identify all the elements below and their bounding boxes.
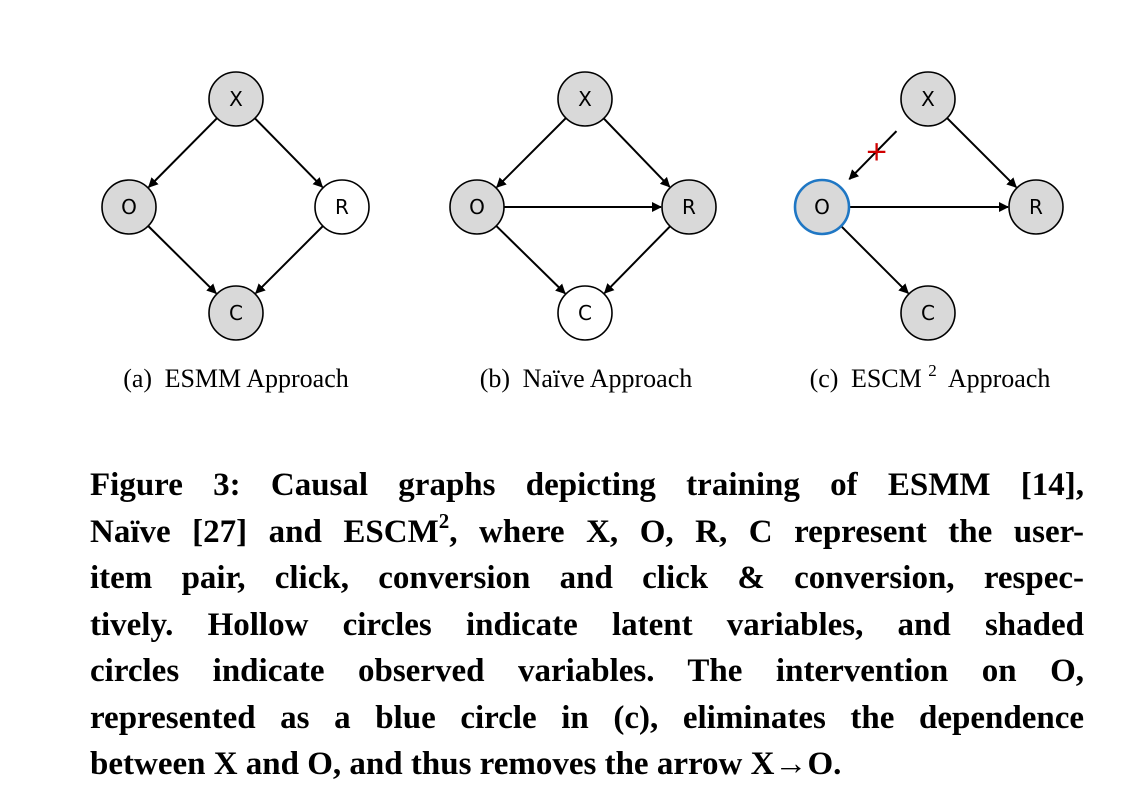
node-x-label: X	[578, 87, 592, 111]
edge-x-to-r	[946, 117, 1017, 188]
subcaption-a-prefix: (a)	[123, 364, 152, 393]
node-o-label: O	[121, 195, 137, 219]
caption-line-1: Figure 3: Causal graphs depicting traini…	[90, 467, 1084, 503]
edge-o-to-c	[840, 225, 909, 294]
node-r-circle	[1008, 179, 1064, 235]
node-c-circle	[900, 285, 956, 341]
node-o-label: O	[814, 195, 830, 219]
subcaption-a: (a) ESMM Approach	[123, 364, 349, 393]
node-r-circle	[314, 179, 370, 235]
subcaption-b-prefix: (b)	[480, 364, 510, 393]
node-x-label: X	[921, 87, 935, 111]
node-r-label: R	[335, 195, 349, 219]
subcaption-c-prefix: (c)	[810, 364, 839, 393]
figure-caption: Figure 3: Causal graphs depicting traini…	[90, 462, 1084, 788]
edge-x-to-r	[254, 117, 324, 188]
intervention-cut-mark: +	[865, 134, 888, 167]
subcaption-b-text: Naïve Approach	[523, 364, 693, 393]
node-c-circle	[557, 285, 613, 341]
node-o-circle	[101, 179, 157, 235]
node-o-circle	[793, 178, 851, 236]
edge-x-to-o	[496, 117, 567, 188]
graph-panel-b: X O R C	[449, 71, 717, 341]
subcaption-a-text: ESMM Approach	[165, 364, 349, 393]
caption-line-7: between X and O, and thus removes the ar…	[90, 746, 842, 782]
node-x-label: X	[229, 87, 243, 111]
node-c-label: C	[578, 301, 592, 325]
node-r-label: R	[682, 195, 696, 219]
node-o-label: O	[469, 195, 485, 219]
node-x-circle	[557, 71, 613, 127]
caption-line-2-sup: 2	[438, 508, 450, 533]
node-o-circle	[449, 179, 505, 235]
graph-panel-c: + X O R C	[793, 71, 1064, 341]
subcaption-c: (c) ESCM 2 Approach	[810, 353, 1051, 393]
subcaption-c-sup: 2	[928, 361, 937, 380]
node-c-label: C	[229, 301, 243, 325]
node-r-label: R	[1029, 195, 1043, 219]
node-r-circle	[661, 179, 717, 235]
subcaption-c-suffix: Approach	[948, 364, 1051, 393]
caption-line-4: tively. Hollow circles indicate latent v…	[90, 606, 1084, 643]
caption-line-2: Naïve [27] and ESCM2, where X, O, R, C r…	[90, 509, 1084, 556]
edge-x-to-o	[147, 117, 218, 188]
subcaption-b: (b) Naïve Approach	[480, 364, 693, 393]
subcaption-c-text: ESCM	[851, 364, 922, 393]
caption-line-2-a: Naïve [27] and ESCM	[90, 513, 439, 550]
graph-panel-a: X O R C	[101, 71, 370, 341]
node-c-label: C	[921, 301, 935, 325]
caption-line-5: circles indicate observed variables. The…	[90, 653, 1084, 689]
caption-line-3: item pair, click, conversion and click &…	[90, 560, 1084, 596]
edge-x-to-r	[603, 117, 671, 188]
edge-x-to-o-removed	[848, 130, 898, 180]
edge-o-to-c	[147, 225, 217, 295]
edge-o-to-c	[495, 225, 566, 295]
edge-r-to-c	[603, 225, 671, 294]
node-c-circle	[208, 285, 264, 341]
node-x-circle	[900, 71, 956, 127]
caption-line-6: represented as a blue circle in (c), eli…	[90, 699, 1084, 736]
edge-r-to-c	[255, 225, 324, 294]
node-x-circle	[208, 71, 264, 127]
caption-line-2-b: , where X, O, R, C represent the user-	[449, 513, 1084, 550]
